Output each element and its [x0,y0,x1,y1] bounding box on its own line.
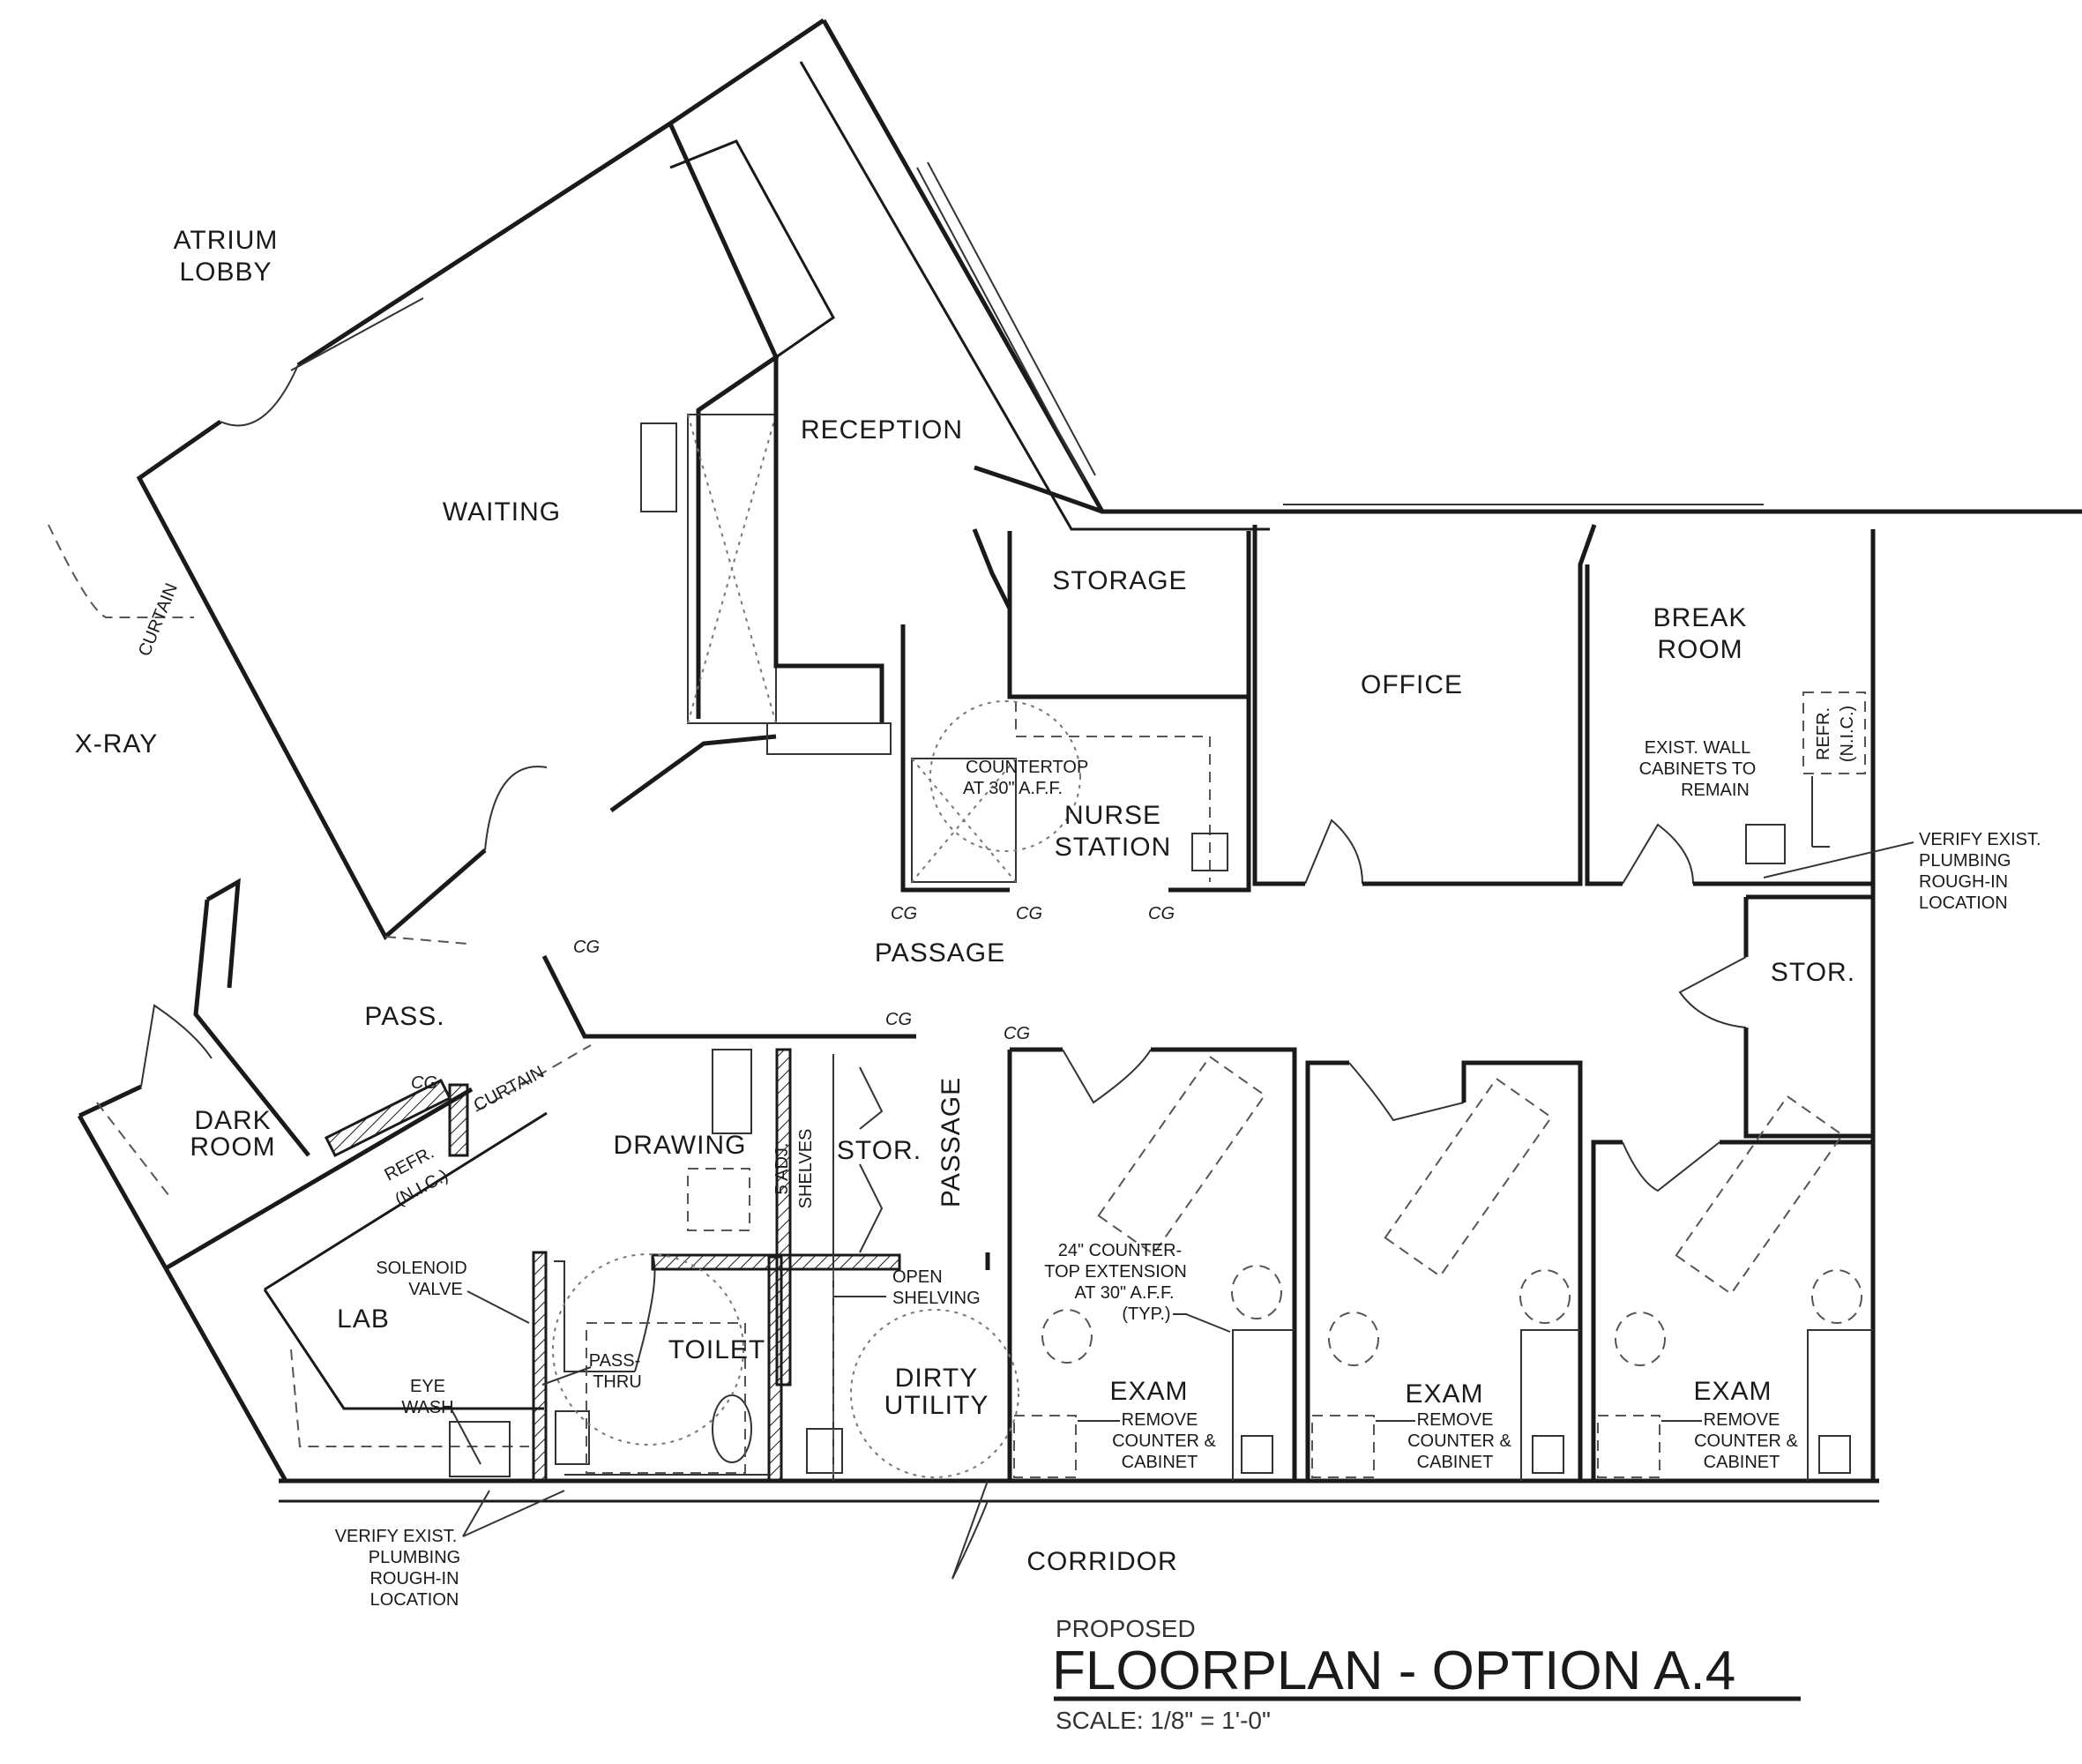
svg-text:CABINET: CABINET [1704,1453,1780,1472]
note-remove-2: REMOVE COUNTER & CABINET [1376,1410,1512,1472]
page-title: FLOORPLAN - OPTION A.4 [1052,1641,1735,1701]
label-break-room: ROOM [1657,635,1742,664]
note-verify-left-3: ROUGH-IN [369,1569,459,1588]
label-waiting: WAITING [443,497,561,527]
svg-text:COUNTER &: COUNTER & [1112,1431,1216,1451]
label-pass: PASS. [364,1002,444,1031]
label-exam-1: EXAM [1109,1377,1188,1406]
note-solenoid-2: VALVE [408,1280,463,1299]
note-solenoid-1: SOLENOID [376,1259,466,1278]
note-shelves-2: SHELVES [796,1129,816,1209]
title-block: PROPOSED FLOORPLAN - OPTION A.4 SCALE: 1… [1052,1615,1801,1734]
note-refr-break-1: REFR. [1814,707,1833,760]
svg-text:CABINET: CABINET [1417,1453,1494,1472]
note-ext-3: AT 30" A.F.F. [1074,1283,1174,1303]
note-ext-4: (TYP.) [1122,1304,1170,1324]
note-verify-right-2: PLUMBING [1919,851,2011,871]
cg-label: CG [891,904,917,923]
exam-furniture [1013,1055,1873,1481]
note-verify-right-4: LOCATION [1919,893,2008,913]
note-verify-left-2: PLUMBING [369,1548,460,1567]
cg-label: CG [1004,1024,1030,1043]
annotation-notes: CURTAIN CURTAIN COUNTERTOP AT 30" A.F.F.… [48,524,2041,1610]
label-dark: DARK [194,1106,271,1135]
cg-label: CG [573,938,600,957]
note-curtain-pass: CURTAIN [471,1063,548,1116]
note-remove-1: REMOVE COUNTER & CABINET [1078,1410,1217,1472]
cg-label: CG [885,1010,912,1029]
label-exam-2: EXAM [1405,1379,1483,1409]
note-cabinets-3: REMAIN [1681,781,1750,800]
label-reception: RECEPTION [801,415,963,445]
note-verify-left-4: LOCATION [370,1590,459,1610]
label-atrium: ATRIUM [174,226,279,255]
corner-guard-labels: CG CG CG CG CG CG CG [411,904,1175,1093]
svg-text:REMOVE: REMOVE [1122,1410,1198,1430]
label-nurse: NURSE [1064,801,1161,830]
label-passage: PASSAGE [875,938,1005,968]
note-eyewash-2: WASH [401,1398,453,1417]
scale-label: SCALE: 1/8" = 1'-0" [1056,1707,1271,1734]
label-toilet: TOILET [668,1335,765,1364]
note-countertop-1: COUNTERTOP [966,758,1088,777]
room-labels: ATRIUM LOBBY WAITING RECEPTION STORAGE O… [75,226,1855,1576]
label-xray: X-RAY [75,729,158,759]
label-stor-right: STOR. [1771,958,1855,987]
note-cabinets-1: EXIST. WALL [1645,738,1750,758]
label-exam-3: EXAM [1693,1377,1772,1406]
label-dirty: DIRTY [895,1364,978,1393]
label-office: OFFICE [1361,670,1463,699]
label-break: BREAK [1653,603,1748,632]
note-remove-3: REMOVE COUNTER & CABINET [1661,1410,1799,1472]
svg-text:REMOVE: REMOVE [1704,1410,1780,1430]
note-verify-right-3: ROUGH-IN [1919,872,2008,892]
cg-label: CG [411,1073,437,1093]
label-passage-vertical: PASSAGE [937,1077,966,1207]
note-curtain-xray: CURTAIN [135,580,182,659]
note-verify-left-1: VERIFY EXIST. [335,1527,458,1546]
note-open-2: SHELVING [892,1289,981,1308]
label-station: STATION [1055,833,1172,862]
note-cabinets-2: CABINETS TO [1639,759,1757,779]
note-ext-1: 24" COUNTER- [1058,1241,1182,1260]
title-prefix: PROPOSED [1056,1615,1196,1642]
label-dark-room: ROOM [190,1132,275,1162]
svg-text:REMOVE: REMOVE [1417,1410,1494,1430]
note-passthru-2: THRU [593,1372,642,1392]
label-lobby: LOBBY [179,258,272,287]
label-lab: LAB [337,1304,390,1334]
note-passthru-1: PASS- [589,1351,641,1371]
note-countertop-2: AT 30" A.F.F. [963,779,1063,798]
walls [77,18,2082,1580]
cg-label: CG [1148,904,1175,923]
svg-text:COUNTER &: COUNTER & [1407,1431,1511,1451]
note-open-1: OPEN [892,1267,943,1287]
label-storage: STORAGE [1052,566,1187,595]
note-ext-2: TOP EXTENSION [1044,1262,1187,1282]
note-verify-right-1: VERIFY EXIST. [1919,830,2041,849]
cg-label: CG [1016,904,1042,923]
label-drawing: DRAWING [614,1131,747,1160]
svg-text:COUNTER &: COUNTER & [1694,1431,1798,1451]
note-shelves-1: 5 ADJ. [772,1143,792,1195]
note-eyewash-1: EYE [410,1377,445,1396]
note-refr-break-2: (N.I.C.) [1838,706,1857,762]
label-stor-mid: STOR. [837,1136,922,1165]
label-utility: UTILITY [884,1391,989,1420]
label-corridor: CORRIDOR [1026,1547,1177,1576]
svg-text:CABINET: CABINET [1122,1453,1198,1472]
